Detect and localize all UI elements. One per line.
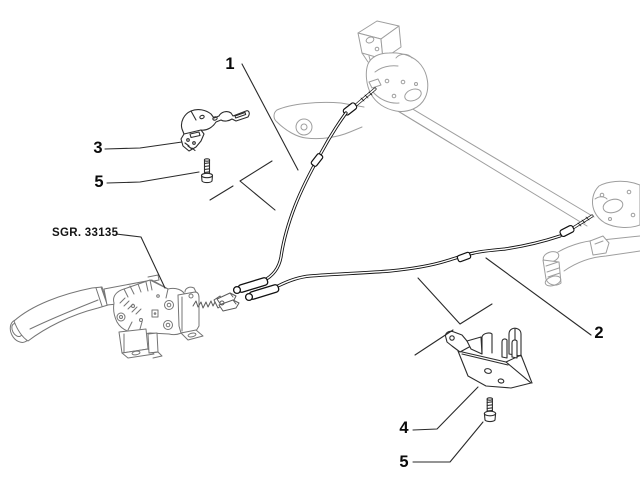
bracket-part-4 <box>445 327 533 389</box>
callout-1: 1 <box>225 55 234 73</box>
leader-3 <box>104 141 183 150</box>
callout-5-lower: 5 <box>399 453 408 471</box>
chevron-lower-tick <box>414 329 454 356</box>
cable-grommet <box>456 251 472 263</box>
handbrake-cable-right <box>244 214 594 302</box>
bracket-part-3 <box>180 109 250 152</box>
cable-ferrule <box>559 224 575 238</box>
callout-4: 4 <box>399 419 409 437</box>
lever-grip <box>9 286 109 343</box>
left-trailing-arm <box>273 101 365 140</box>
lever-front-foot <box>118 321 163 359</box>
handbrake-cable-left <box>232 87 377 295</box>
right-trailing-arm <box>542 235 640 287</box>
cable-end-tip <box>244 292 254 302</box>
cable-left-run <box>244 111 348 291</box>
callout-2: 2 <box>594 324 603 342</box>
chevron-upper <box>239 160 276 211</box>
bolt-part-5-upper <box>200 158 214 184</box>
bolt-part-5-lower <box>483 397 497 423</box>
right-brake-plate <box>592 180 640 228</box>
callout-labels: 1 2 3 4 5 5 SGR. 33135 <box>52 55 604 471</box>
left-brake-plate <box>365 52 429 112</box>
leader-4 <box>412 386 479 431</box>
leader-5-lower <box>412 421 484 463</box>
leader-code <box>115 233 166 289</box>
cable-right-run <box>262 234 562 295</box>
chevron-upper-tick <box>209 185 234 201</box>
callout-5-upper: 5 <box>94 173 103 191</box>
group-code-label: SGR. 33135 <box>52 227 119 239</box>
lever-rear-bracket <box>177 286 204 341</box>
leader-5-upper <box>106 171 200 184</box>
chevron-lower <box>417 277 493 325</box>
callout-3: 3 <box>93 139 102 157</box>
cable-end-tip <box>232 285 242 295</box>
cable-grommet <box>310 153 324 167</box>
adjuster-threaded-rod <box>192 299 217 309</box>
leader-2 <box>485 257 592 336</box>
equalizer-assembly <box>192 292 240 312</box>
leader-lines <box>104 63 592 463</box>
leader-1 <box>241 63 299 171</box>
rear-axle-context <box>273 20 640 287</box>
handbrake-lever <box>9 274 204 359</box>
